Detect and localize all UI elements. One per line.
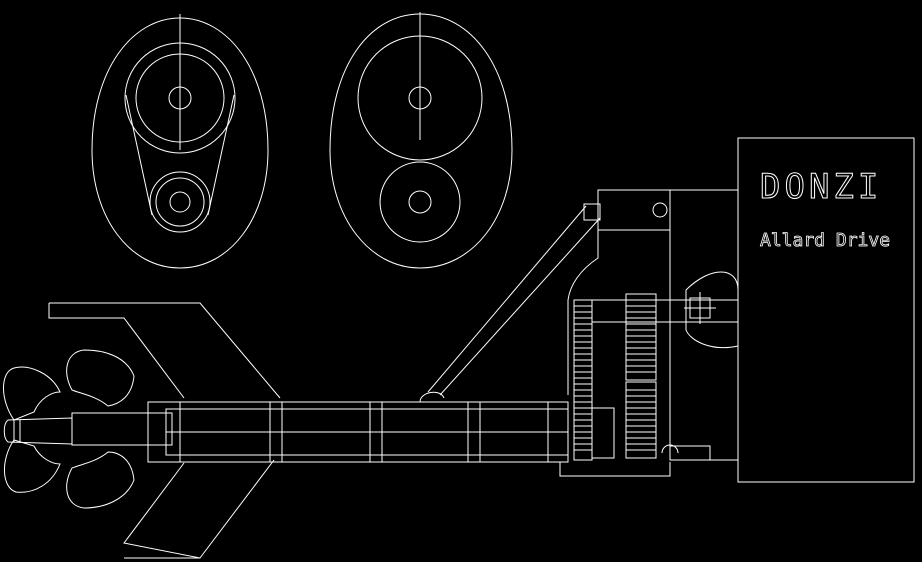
- housing-outline-right: [329, 13, 513, 269]
- skeg-lower-edge: [123, 459, 275, 559]
- end-view-right: [329, 12, 513, 269]
- engine-block: DONZI Allard Drive: [737, 137, 915, 483]
- upper-hole-left: [168, 86, 192, 110]
- upper-boss-outer-left: [124, 42, 236, 154]
- prop-blade-upper-2: [66, 349, 135, 407]
- strut-mount: [419, 391, 445, 403]
- prop-blade-upper-1: [3, 366, 61, 421]
- propeller-shaft: [71, 412, 173, 446]
- arm-edge-1: [427, 205, 587, 393]
- lower-output-shaft: [661, 444, 711, 461]
- shaft-assembly: [71, 391, 569, 463]
- arm-edge-2: [439, 217, 601, 396]
- gearbox-housing: [669, 189, 739, 461]
- brand-label: DONZI: [760, 167, 882, 207]
- end-view-left: [91, 14, 269, 269]
- link-plate: [125, 94, 235, 216]
- gear-teeth-left: [574, 305, 592, 451]
- subtitle-label: Allard Drive: [760, 230, 890, 251]
- engine-outline: [737, 137, 915, 483]
- skeg-fin: [48, 302, 281, 559]
- propeller: [3, 349, 135, 509]
- prop-blade-lower-2: [66, 451, 135, 509]
- skeg-upper-edge: [49, 302, 281, 399]
- output-flange: [685, 271, 739, 348]
- upper-boss-inner-left: [135, 53, 225, 143]
- prop-hub: [3, 417, 73, 445]
- skeg-upper-inner: [48, 303, 185, 399]
- lower-boss-inner-left: [155, 177, 205, 227]
- gearbox-bracket: [567, 189, 671, 395]
- housing-outline-left: [91, 17, 269, 269]
- gear-collar: [591, 407, 615, 459]
- arm-pivot-block: [583, 203, 601, 221]
- gearbox: [559, 189, 739, 477]
- gearbox-base: [559, 462, 671, 477]
- bracket-pivot: [652, 202, 668, 218]
- lower-hole-left: [169, 191, 191, 213]
- steering-arm: [427, 203, 601, 396]
- upper-hole-right: [408, 86, 432, 110]
- upper-gear-right: [357, 35, 483, 161]
- prop-blade-lower-1: [3, 439, 61, 493]
- lower-boss-outer-left: [149, 171, 211, 233]
- upper-gear-stack: [573, 293, 657, 461]
- lower-gear-right: [379, 161, 461, 243]
- lower-hole-right: [408, 190, 432, 214]
